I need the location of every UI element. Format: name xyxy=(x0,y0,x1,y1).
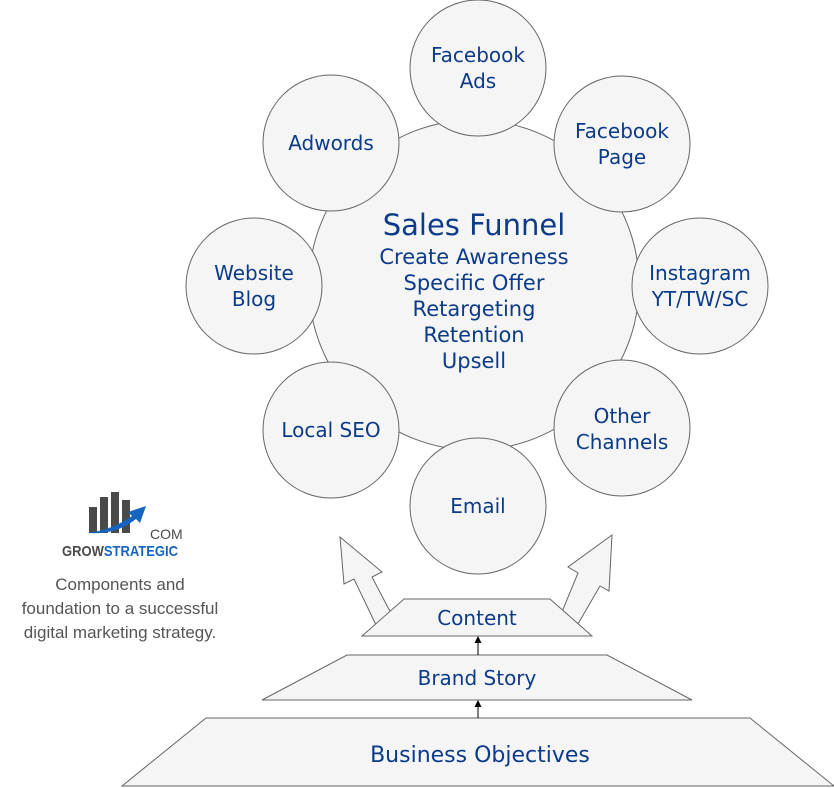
caption-line-2: foundation to a successful xyxy=(22,599,219,618)
logo-grow: GROW xyxy=(62,543,105,560)
facebook-page-circle xyxy=(553,75,691,213)
arrow-right-up xyxy=(558,533,613,630)
connector-objectives-to-brand xyxy=(474,700,482,718)
caption-line-3: digital marketing strategy. xyxy=(24,623,216,642)
brand-story-layer xyxy=(261,654,693,701)
website-blog-circle xyxy=(185,217,323,355)
facebook-page-line-2: Page xyxy=(598,145,646,169)
website-blog-line-2: Blog xyxy=(232,287,276,311)
facebook-page-line-1: Facebook xyxy=(575,119,669,143)
local-seo-circle xyxy=(262,361,400,499)
other-channels-circle xyxy=(553,359,691,497)
adwords-line-1: Adwords xyxy=(288,131,374,155)
funnel-step-2: Specific Offer xyxy=(404,271,545,295)
logo-bar-3 xyxy=(111,492,119,533)
adwords-circle xyxy=(262,74,400,212)
logo-bar-1 xyxy=(89,507,97,533)
facebook-ads-line-2: Ads xyxy=(460,69,496,93)
business-objectives-label: Business Objectives xyxy=(370,743,590,768)
sales-funnel-title: Sales Funnel xyxy=(383,208,566,242)
logo-strategic: STRATEGIC xyxy=(104,543,178,560)
email-line-1: Email xyxy=(450,494,506,518)
arrow-left-up xyxy=(339,535,394,628)
website-blog-line-1: Website xyxy=(214,261,294,285)
logo-bar-2 xyxy=(100,497,108,533)
caption-line-1: Components and xyxy=(55,575,184,594)
logo-bar-4 xyxy=(122,500,130,533)
logo-swoosh-icon xyxy=(88,506,146,534)
funnel-step-3: Retargeting xyxy=(413,297,536,321)
instagram-line-2: YT/TW/SC xyxy=(651,287,749,311)
content-layer xyxy=(360,598,594,637)
logo-wordmark: GROWSTRATEGIC xyxy=(62,543,178,560)
other-channels-line-1: Other xyxy=(594,404,652,428)
connector-brand-to-content xyxy=(474,636,482,655)
email-circle xyxy=(409,437,547,575)
instagram-line-1: Instagram xyxy=(649,261,751,285)
funnel-step-5: Upsell xyxy=(442,349,506,373)
logo-com: COM xyxy=(150,526,183,542)
other-channels-line-2: Channels xyxy=(576,430,669,454)
local-seo-line-1: Local SEO xyxy=(281,418,380,442)
business-objectives-layer xyxy=(120,717,834,787)
facebook-ads-circle xyxy=(409,0,547,137)
grow-strategic-logo: COM GROWSTRATEGIC xyxy=(62,492,183,560)
facebook-ads-line-1: Facebook xyxy=(431,43,525,67)
funnel-step-4: Retention xyxy=(423,323,524,347)
funnel-step-1: Create Awareness xyxy=(379,245,568,269)
content-label: Content xyxy=(437,606,517,630)
instagram-circle xyxy=(631,217,769,355)
brand-story-label: Brand Story xyxy=(418,666,537,690)
